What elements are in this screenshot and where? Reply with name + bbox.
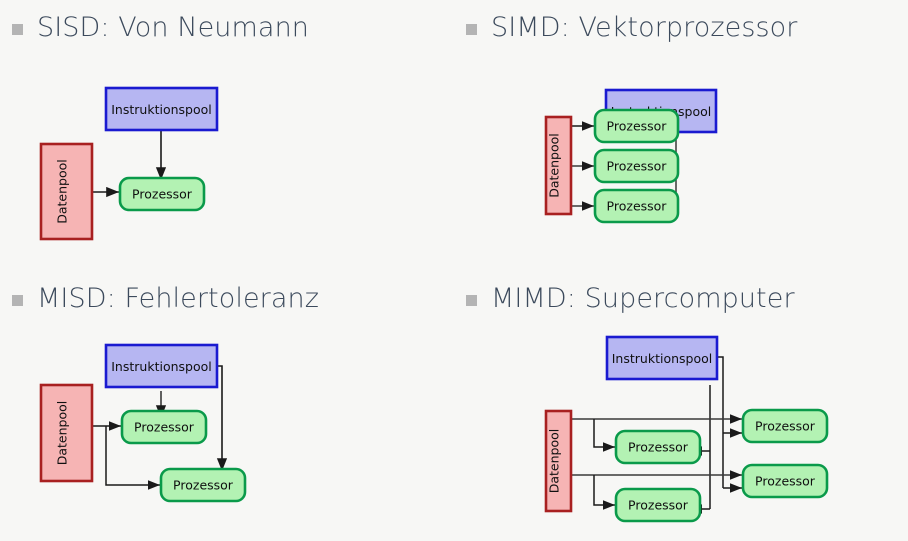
heading-simd: SIMD: Vektorprozessor: [466, 14, 798, 41]
instruction-pool-label: Instruktionspool: [111, 359, 211, 374]
data-arrow-bottom-left: [593, 475, 615, 510]
diagram-simd: Instruktionspool Datenpool Prozessor Pro…: [454, 52, 908, 270]
processor-label: Prozessor: [628, 440, 689, 455]
instruction-pool-box: [605, 335, 719, 381]
data-pool-box: [544, 409, 573, 513]
quadrant-simd: SIMD: Vektorprozessor Instruktionspool: [454, 0, 908, 270]
heading-misd: MISD: Fehlertoleranz: [12, 285, 319, 312]
processor-label: Prozessor: [628, 498, 689, 513]
processor-label: Prozessor: [607, 119, 668, 134]
instruction-pool-box: [104, 86, 219, 132]
square-bullet-icon: [12, 294, 23, 306]
heading-label: SISD: Von Neumann: [37, 12, 309, 43]
processor-box: [593, 148, 680, 184]
instruction-pool-label: Instruktionspool: [612, 351, 712, 366]
processor-box: [741, 408, 829, 444]
data-pool-label: Datenpool: [547, 133, 562, 198]
instruction-arrow-2: [216, 365, 228, 471]
processor-box: [741, 463, 829, 499]
instruction-pool-box: [104, 343, 219, 389]
instruction-pool-label: Instruktionspool: [111, 102, 211, 117]
quadrant-mimd: MIMD: Supercomputer Ins: [454, 271, 908, 541]
processor-label: Prozessor: [607, 159, 668, 174]
processor-box: [614, 429, 702, 465]
processor-label: Prozessor: [173, 478, 234, 493]
square-bullet-icon: [466, 294, 477, 306]
processor-box: [159, 467, 247, 503]
processor-label: Prozessor: [755, 474, 816, 489]
diagram-sisd: Instruktionspool Datenpool Prozessor: [0, 52, 454, 270]
square-bullet-icon: [466, 23, 477, 35]
processor-label: Prozessor: [607, 199, 668, 214]
data-arrow-top-left: [593, 419, 615, 452]
heading-label: SIMD: Vektorprozessor: [491, 12, 798, 43]
diagram-mimd: Instruktionspool Datenpool Prozessor Pro…: [454, 323, 908, 541]
quadrant-sisd: SISD: Von Neumann Instruktionspool Daten…: [0, 0, 454, 270]
data-pool-box: [544, 115, 573, 216]
data-arrow-2: [105, 426, 160, 490]
diagram-misd: Instruktionspool Datenpool Prozessor Pro…: [0, 323, 454, 541]
data-pool-box: [39, 142, 94, 241]
data-pool-label: Datenpool: [55, 401, 70, 466]
processor-label: Prozessor: [755, 419, 816, 434]
heading-label: MISD: Fehlertoleranz: [37, 283, 320, 314]
heading-mimd: MIMD: Supercomputer: [466, 285, 795, 312]
processor-box: [593, 188, 680, 224]
data-pool-label: Datenpool: [547, 429, 562, 494]
quadrant-misd: MISD: Fehlertoleranz Instruktionspool Da…: [0, 271, 454, 541]
data-pool-label: Datenpool: [55, 159, 70, 224]
data-pool-box: [39, 383, 94, 483]
square-bullet-icon: [12, 23, 23, 35]
processor-label: Prozessor: [134, 420, 195, 435]
heading-sisd: SISD: Von Neumann: [12, 14, 309, 41]
heading-label: MIMD: Supercomputer: [491, 283, 795, 314]
processor-box: [593, 108, 680, 144]
processor-label: Prozessor: [132, 187, 193, 202]
processor-box: [614, 487, 702, 523]
processor-box: [118, 176, 206, 212]
processor-box: [120, 409, 208, 445]
